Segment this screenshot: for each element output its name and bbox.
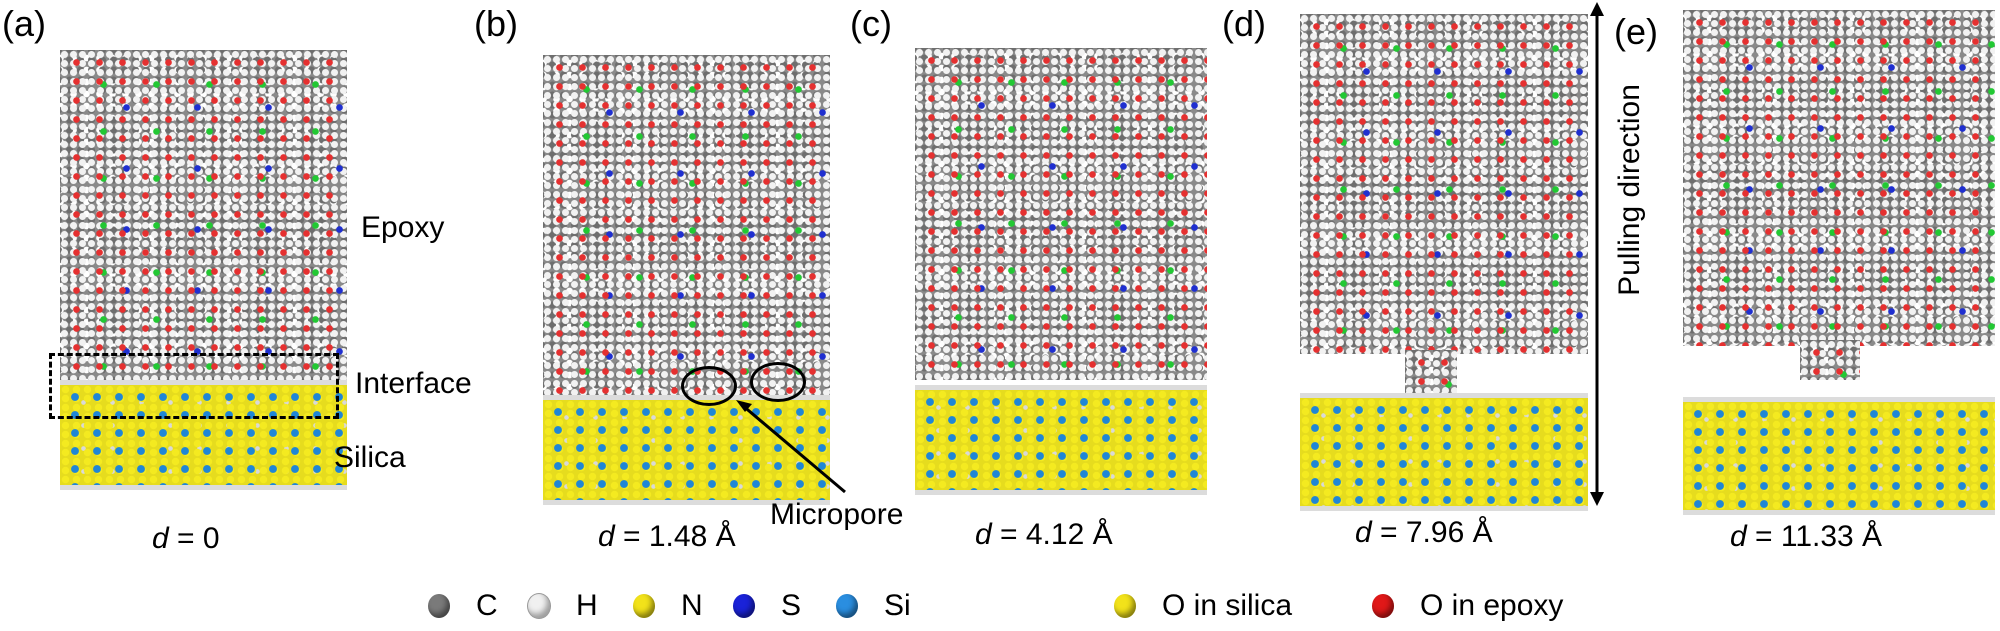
oxygen-silica-ball-icon <box>1114 594 1136 618</box>
carbon-ball-icon <box>428 594 450 618</box>
pulling-direction-label: Pulling direction <box>1613 84 1646 296</box>
micropore-circle-2 <box>750 362 806 402</box>
legend-item-h: H <box>528 586 598 626</box>
legend-label: C <box>476 589 498 622</box>
micropore-label: Micropore <box>770 498 904 531</box>
silicon-ball-icon <box>836 594 858 618</box>
caption-d: d = 7.96 Å <box>1355 518 1493 548</box>
caption-var-d: d <box>1355 516 1372 549</box>
micropore-circle-1 <box>681 366 737 406</box>
caption-value-e: = 11.33 Å <box>1746 520 1883 553</box>
legend-label: H <box>576 589 598 622</box>
epoxy-fibril-e <box>1800 340 1860 380</box>
interface-label: Interface <box>355 367 472 400</box>
epoxy-fibril-d <box>1405 350 1457 395</box>
caption-var-a: d <box>152 522 169 555</box>
caption-var-e: d <box>1730 520 1747 553</box>
panel-label-a: (a) <box>2 3 46 44</box>
panel-label-b: (b) <box>474 3 518 44</box>
caption-c: d = 4.12 Å <box>975 520 1113 550</box>
caption-var-b: d <box>598 520 615 553</box>
atom-legend: C H N S Si O in silica O in epoxy <box>0 586 2000 626</box>
caption-value-d: = 7.96 Å <box>1371 516 1493 549</box>
panel-label-d: (d) <box>1222 3 1266 44</box>
hydrogen-ball-icon <box>528 594 550 618</box>
legend-item-o-silica: O in silica <box>1114 586 1292 626</box>
legend-label: O in silica <box>1162 589 1293 622</box>
silica-slab-c <box>915 385 1207 495</box>
silica-label: Silica <box>334 441 406 474</box>
legend-item-c: C <box>428 586 498 626</box>
legend-label: O in epoxy <box>1420 589 1564 622</box>
legend-item-s: S <box>733 586 801 626</box>
epoxy-slab-c <box>915 48 1207 380</box>
epoxy-slab-d <box>1300 14 1588 354</box>
epoxy-slab-a <box>60 50 347 380</box>
legend-item-o-epoxy: O in epoxy <box>1372 586 1563 626</box>
legend-label: N <box>681 589 703 622</box>
epoxy-slab-e <box>1683 10 1995 346</box>
interface-box <box>49 353 339 419</box>
legend-label: S <box>781 589 802 622</box>
caption-var-c: d <box>975 518 992 551</box>
caption-value-c: = 4.12 Å <box>991 518 1113 551</box>
legend-item-si: Si <box>836 586 911 626</box>
sulfur-ball-icon <box>733 594 755 618</box>
oxygen-epoxy-ball-icon <box>1372 594 1394 618</box>
epoxy-label: Epoxy <box>361 211 445 244</box>
caption-e: d = 11.33 Å <box>1730 522 1882 552</box>
silica-slab-a <box>60 380 347 490</box>
silica-slab-d <box>1300 393 1588 511</box>
legend-label: Si <box>884 589 911 622</box>
nitrogen-ball-icon <box>633 594 655 618</box>
caption-value-b: = 1.48 Å <box>614 520 736 553</box>
caption-a: d = 0 <box>152 524 220 554</box>
caption-b: d = 1.48 Å <box>598 522 736 552</box>
silica-slab-e <box>1683 397 1995 515</box>
panel-label-e: (e) <box>1614 11 1658 52</box>
epoxy-slab-b <box>543 55 830 395</box>
legend-item-n: N <box>633 586 703 626</box>
caption-value-a: = 0 <box>168 522 220 555</box>
panel-label-c: (c) <box>850 3 892 44</box>
